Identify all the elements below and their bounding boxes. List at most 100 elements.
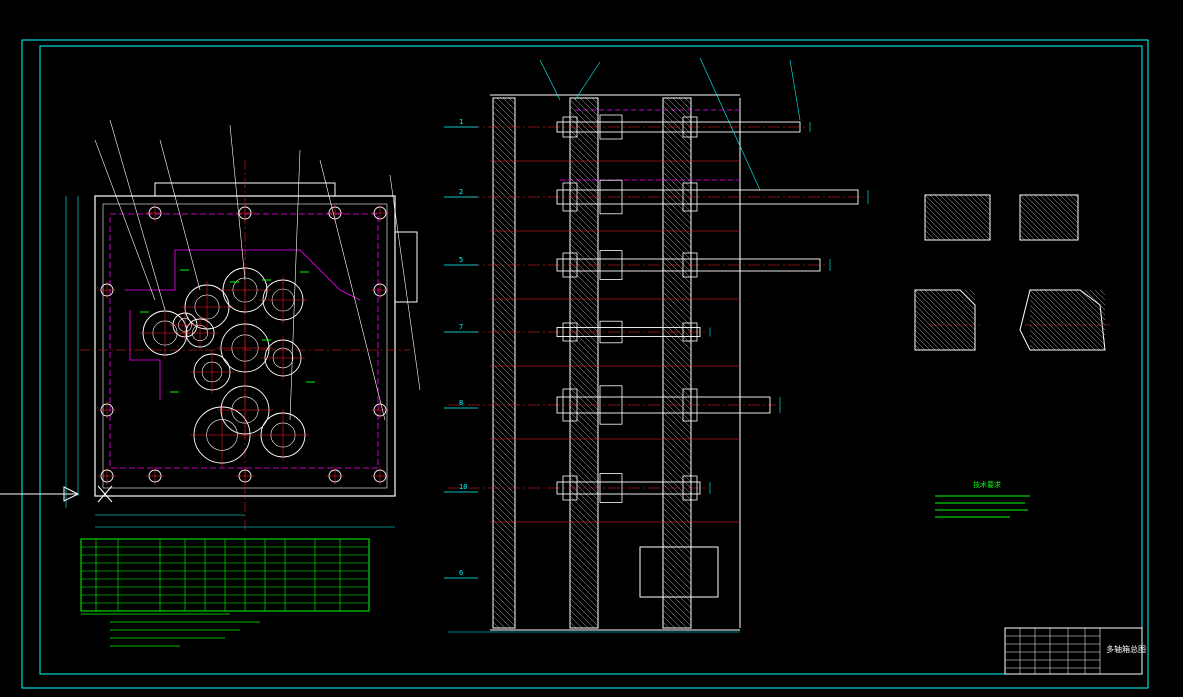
hatch-line xyxy=(569,279,599,309)
hatch-line xyxy=(492,345,516,369)
hatch-line xyxy=(492,519,516,543)
hatch-line xyxy=(492,399,516,423)
hatch-line xyxy=(662,99,692,129)
hatch-line xyxy=(569,609,589,629)
outer-border xyxy=(21,39,1149,689)
hatch-line xyxy=(492,435,516,459)
hatch-line xyxy=(492,537,516,561)
hatch-line xyxy=(662,573,692,603)
hatch-line xyxy=(662,441,692,471)
detail-hatch xyxy=(939,289,976,326)
hatch-line xyxy=(569,339,599,369)
hatch-line xyxy=(662,537,692,567)
hatch-line xyxy=(569,243,599,273)
detail-hatch xyxy=(914,314,951,351)
spindle-shaft xyxy=(556,121,801,133)
front-view xyxy=(65,119,421,530)
hatch-line xyxy=(569,621,577,629)
hatch-line xyxy=(492,159,516,183)
hatch-line xyxy=(492,501,516,525)
hatch-line xyxy=(492,231,516,255)
section-leader xyxy=(574,61,601,101)
hatch-line xyxy=(662,465,692,495)
hatch-line xyxy=(492,141,516,165)
hatch-line xyxy=(492,213,516,237)
hatch-line xyxy=(662,447,692,477)
hatch-line xyxy=(492,381,516,405)
hatch-line xyxy=(569,381,599,411)
hatch-line xyxy=(662,273,692,303)
hatch-line xyxy=(569,399,599,429)
hatch-line xyxy=(569,177,599,207)
gear-block xyxy=(599,179,623,215)
detail-hatch xyxy=(949,194,991,236)
section-leader xyxy=(699,57,761,191)
hatch-line xyxy=(662,501,692,531)
hatch-line xyxy=(662,549,692,579)
detail-hatch xyxy=(1029,299,1081,351)
hatch-line xyxy=(662,267,692,297)
hatch-line xyxy=(492,507,516,531)
front-wall xyxy=(492,97,516,629)
hatch-line xyxy=(569,375,599,405)
detail-hatch xyxy=(1029,314,1066,351)
hatch-line xyxy=(662,279,692,309)
detail-hatch xyxy=(959,194,991,226)
hatch-line xyxy=(569,171,599,201)
detail-hatch xyxy=(1029,304,1076,351)
hatch-line xyxy=(492,195,516,219)
hatch-line xyxy=(662,309,692,339)
hatch-line xyxy=(492,549,516,573)
detail-hatch xyxy=(939,194,986,241)
detail-hatch xyxy=(1029,194,1076,241)
hatch-line xyxy=(569,321,599,351)
hatch-line xyxy=(662,381,692,411)
detail-hatch xyxy=(1029,339,1041,351)
hatch-line xyxy=(662,357,692,387)
detail-a-right xyxy=(1019,194,1079,241)
hatch-line xyxy=(662,411,692,441)
hatch-line xyxy=(662,333,692,363)
front-bearing xyxy=(562,388,578,422)
leader-line xyxy=(319,159,386,421)
hatch-line xyxy=(492,177,516,201)
hatch-line xyxy=(569,411,599,441)
notes-heading: 技术要求 xyxy=(973,480,1001,489)
detail-hatch xyxy=(1099,289,1106,296)
hatch-line xyxy=(662,105,692,135)
hatch-line xyxy=(569,273,599,303)
detail-hatch xyxy=(1019,194,1066,241)
hatch-line xyxy=(662,531,692,561)
hatch-line xyxy=(569,519,599,549)
detail-hatch xyxy=(979,194,991,206)
hatch-line xyxy=(569,441,599,471)
detail-hatch xyxy=(1044,289,1106,351)
hatch-line xyxy=(569,219,599,249)
detail-hatch xyxy=(924,224,941,241)
technical-requirements: 技术要求 xyxy=(935,480,1030,518)
hatch-line xyxy=(569,465,599,495)
detail-hatch xyxy=(954,194,991,231)
detail-hatch xyxy=(1039,289,1101,351)
hatch-line xyxy=(662,597,692,627)
detail-hatch xyxy=(1074,289,1106,321)
hatch-line xyxy=(569,141,599,171)
hatch-line xyxy=(662,231,692,261)
hatch-line xyxy=(569,477,599,507)
detail-hatch xyxy=(1029,344,1036,351)
hatch-line xyxy=(662,153,692,183)
detail-hatch xyxy=(914,324,941,351)
detail-hatch xyxy=(954,289,976,311)
hatch-line xyxy=(569,405,599,435)
detail-hatch xyxy=(949,289,976,316)
hatch-line xyxy=(569,165,599,195)
detail-hatch xyxy=(914,344,921,351)
hatch-line xyxy=(569,501,599,531)
hatch-line xyxy=(492,561,516,585)
hatch-line xyxy=(569,603,595,629)
hatch-line xyxy=(662,171,692,201)
hatch-line xyxy=(492,615,506,629)
front-bearing xyxy=(562,182,578,212)
